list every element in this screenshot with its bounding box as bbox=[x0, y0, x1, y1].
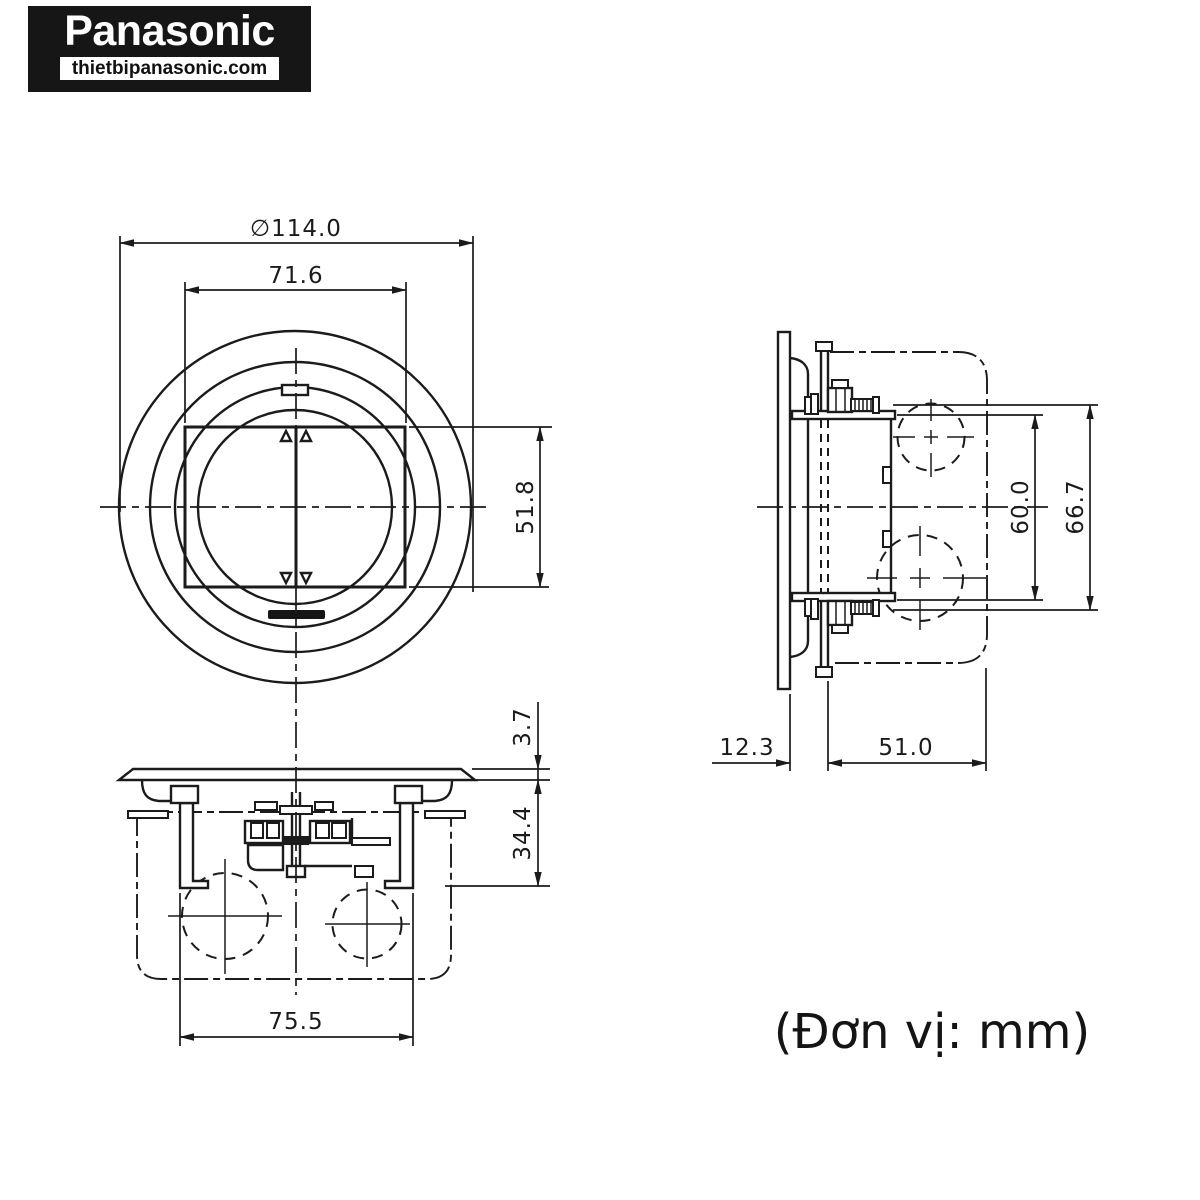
floor-plate-edge bbox=[776, 330, 792, 691]
cover-plate-section bbox=[115, 767, 479, 890]
center-cross bbox=[893, 399, 974, 477]
center-cross bbox=[867, 526, 986, 630]
extension-lines bbox=[119, 236, 1098, 1046]
latch-tab bbox=[280, 383, 310, 397]
dim-text-opening-height: 51.8 bbox=[513, 479, 539, 534]
side-ear-right bbox=[424, 810, 466, 819]
up-triangle-icon bbox=[299, 428, 313, 443]
embossed-logo-bar bbox=[268, 610, 325, 619]
skirt-right bbox=[423, 779, 454, 803]
center-bolt bbox=[290, 792, 302, 866]
knockout-left bbox=[168, 859, 282, 974]
knockout-right bbox=[325, 882, 410, 967]
knockout-bottom-side bbox=[867, 526, 986, 630]
dim-text-opening-width: 71.6 bbox=[268, 263, 323, 289]
front-view bbox=[115, 767, 479, 980]
terminal-mechanism bbox=[243, 792, 391, 879]
leg-head-left bbox=[169, 784, 200, 805]
center-cross bbox=[168, 859, 282, 974]
floor-plate bbox=[115, 767, 479, 782]
brand-website: thietbipanasonic.com bbox=[59, 57, 280, 80]
dim-text-mounting-span: 75.5 bbox=[268, 1009, 323, 1035]
brand-logo-text: Panasonic bbox=[64, 7, 275, 55]
mounting-strap bbox=[815, 341, 833, 678]
strap-head-top bbox=[815, 341, 833, 352]
dim-text-box-depth: 51.0 bbox=[878, 735, 933, 761]
unit-note: (Đơn vị: mm) bbox=[774, 1004, 1090, 1060]
clip bbox=[882, 530, 892, 548]
side-ear-left bbox=[127, 810, 169, 819]
mounting-leg-left bbox=[178, 801, 210, 890]
brand-logo: Panasonic thietbipanasonic.com bbox=[28, 6, 311, 92]
dim-text-screw-pitch: 60.0 bbox=[1008, 479, 1034, 534]
dim-text-body-depth: 34.4 bbox=[510, 805, 536, 860]
down-triangle-icon bbox=[279, 571, 293, 586]
dim-text-overall-height: 66.7 bbox=[1063, 479, 1089, 534]
screw-nut bbox=[826, 599, 854, 627]
centerlines bbox=[100, 348, 1048, 995]
box-outline bbox=[136, 812, 452, 980]
dimensions: ∅114.0 71.6 51.8 3.7 34.4 75.5 60.0 66.7… bbox=[119, 216, 1098, 1046]
leg-head-right bbox=[393, 784, 424, 805]
bolt-nut bbox=[283, 836, 309, 845]
up-triangle-icon bbox=[279, 428, 293, 443]
dim-text-outer-diameter: ∅114.0 bbox=[250, 216, 342, 242]
dim-text-plate-to-frame: 12.3 bbox=[719, 735, 774, 761]
side-view bbox=[776, 330, 988, 691]
screw-top bbox=[804, 379, 880, 415]
center-cross bbox=[325, 882, 410, 967]
strap-head-bottom bbox=[815, 666, 833, 678]
dim-text-plate-thickness: 3.7 bbox=[510, 707, 536, 747]
clip bbox=[882, 466, 892, 484]
screw-nut bbox=[826, 386, 854, 414]
skirt-left bbox=[140, 779, 171, 803]
lid-arrow-markers bbox=[279, 428, 313, 586]
down-triangle-icon bbox=[299, 571, 313, 586]
knockout-top-side bbox=[893, 399, 974, 477]
screw-bottom bbox=[804, 598, 880, 634]
